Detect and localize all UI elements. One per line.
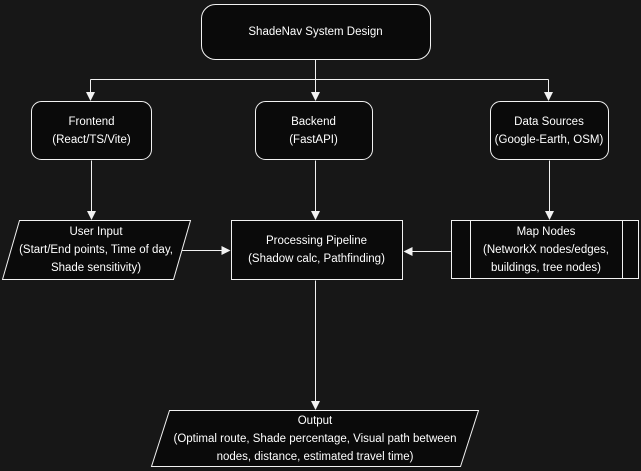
node-shapes (1, 4, 639, 467)
arrowhead-processing-top (311, 211, 320, 220)
arrowhead-user-input (87, 211, 96, 220)
processing-node-shape (231, 220, 403, 280)
data-sources-node-shape (490, 101, 609, 160)
output-node-shape (150, 410, 480, 467)
root-node-shape (201, 4, 431, 60)
arrowhead-processing-right (403, 247, 413, 256)
arrowhead-processing-left (221, 246, 231, 255)
backend-node-shape (255, 101, 373, 160)
user-input-node-shape (1, 220, 192, 280)
arrowhead-backend (311, 92, 320, 101)
frontend-node-shape (31, 101, 152, 160)
arrowhead-map-nodes (545, 211, 554, 220)
arrowhead-output (311, 401, 320, 410)
edges (90, 59, 550, 402)
arrowhead-data-sources (544, 92, 553, 101)
arrowheads (86, 92, 554, 410)
map-nodes-node-shape (451, 220, 639, 279)
arrowhead-frontend (86, 92, 95, 101)
